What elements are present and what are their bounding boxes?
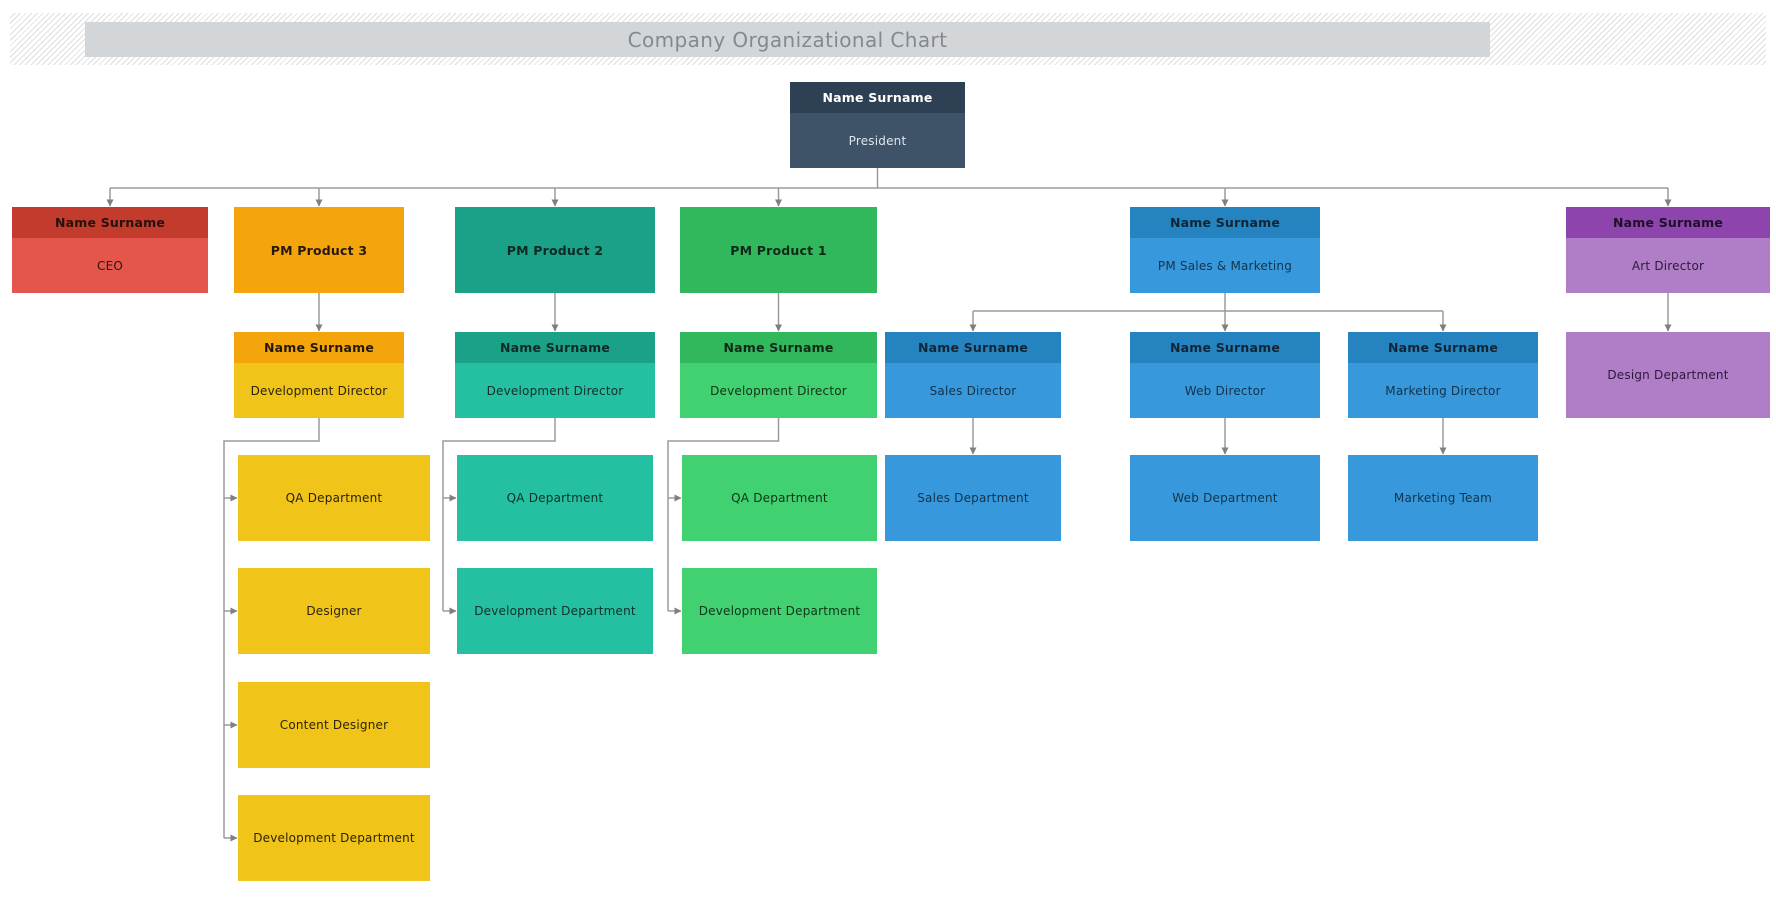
chart-title: Company Organizational Chart — [627, 27, 948, 52]
node-qa-department-green[interactable]: QA Department — [682, 455, 877, 541]
node-person-name: Name Surname — [234, 332, 404, 363]
node-label: QA Department — [682, 455, 877, 541]
node-label: Sales Department — [885, 455, 1061, 541]
node-role-label: Development Director — [234, 363, 404, 418]
node-development-department-yellow[interactable]: Development Department — [238, 795, 430, 881]
node-label: Development Department — [238, 795, 430, 881]
node-development-department-teal[interactable]: Development Department — [457, 568, 653, 654]
node-label: Design Department — [1566, 332, 1770, 418]
node-label: Development Department — [457, 568, 653, 654]
node-role-label: PM Sales & Marketing — [1130, 238, 1320, 293]
node-person-name: Name Surname — [455, 332, 655, 363]
title-band: Company Organizational Chart — [10, 13, 1766, 65]
node-person-name: Name Surname — [1130, 207, 1320, 238]
node-label: Web Department — [1130, 455, 1320, 541]
node-role-label: President — [790, 113, 965, 168]
node-person-name: Name Surname — [885, 332, 1061, 363]
node-pm-product-2[interactable]: PM Product 2 — [455, 207, 655, 293]
node-designer[interactable]: Designer — [238, 568, 430, 654]
node-pm-product-1[interactable]: PM Product 1 — [680, 207, 877, 293]
node-design-department[interactable]: Design Department — [1566, 332, 1770, 418]
node-development-department-green[interactable]: Development Department — [682, 568, 877, 654]
node-role-label: Web Director — [1130, 363, 1320, 418]
node-label: Content Designer — [238, 682, 430, 768]
node-label: Development Department — [682, 568, 877, 654]
node-content-designer[interactable]: Content Designer — [238, 682, 430, 768]
node-person-name: Name Surname — [1348, 332, 1538, 363]
node-label: QA Department — [457, 455, 653, 541]
node-label: QA Department — [238, 455, 430, 541]
node-person-name: Name Surname — [790, 82, 965, 113]
node-qa-department-teal[interactable]: QA Department — [457, 455, 653, 541]
node-pm-product-3[interactable]: PM Product 3 — [234, 207, 404, 293]
node-person-name: Name Surname — [1566, 207, 1770, 238]
node-label: Marketing Team — [1348, 455, 1538, 541]
node-label: Designer — [238, 568, 430, 654]
node-person-name: Name Surname — [680, 332, 877, 363]
node-sales-department[interactable]: Sales Department — [885, 455, 1061, 541]
node-role-label: Development Director — [455, 363, 655, 418]
node-person-name: Name Surname — [12, 207, 208, 238]
node-label: PM Product 1 — [680, 207, 877, 293]
node-person-name: Name Surname — [1130, 332, 1320, 363]
node-label: PM Product 2 — [455, 207, 655, 293]
node-role-label: Sales Director — [885, 363, 1061, 418]
node-web-department[interactable]: Web Department — [1130, 455, 1320, 541]
node-label: PM Product 3 — [234, 207, 404, 293]
chart-title-bar: Company Organizational Chart — [85, 22, 1490, 57]
node-role-label: Art Director — [1566, 238, 1770, 293]
node-qa-department-yellow[interactable]: QA Department — [238, 455, 430, 541]
node-role-label: Marketing Director — [1348, 363, 1538, 418]
node-role-label: Development Director — [680, 363, 877, 418]
node-marketing-team[interactable]: Marketing Team — [1348, 455, 1538, 541]
node-role-label: CEO — [12, 238, 208, 293]
